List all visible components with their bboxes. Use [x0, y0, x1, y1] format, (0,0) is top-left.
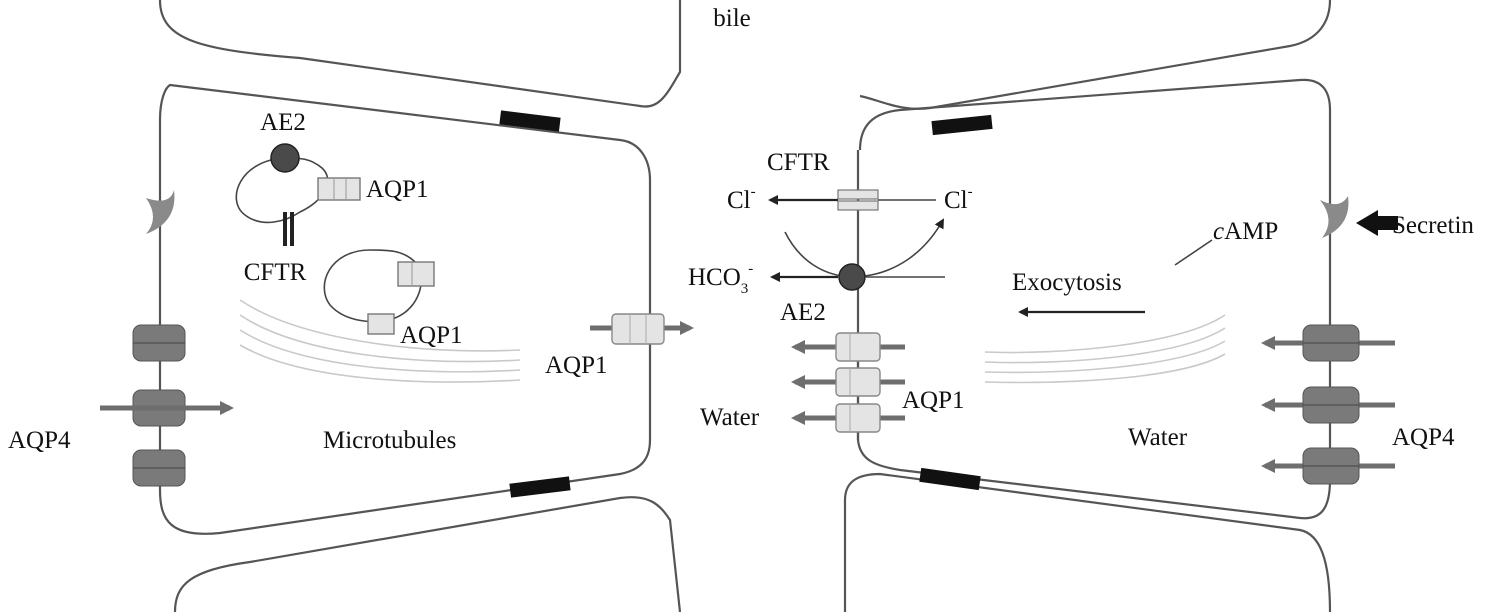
- exocytosis-label: Exocytosis: [1012, 269, 1122, 296]
- neighbor-cell-top-right: [859, 0, 1332, 110]
- cftr-vesicle-icon: [283, 212, 294, 246]
- cftr-apical-icon: [837, 189, 879, 211]
- aqp4-left-icon-1: [132, 324, 186, 362]
- neighbor-cell-top-left: [158, 0, 682, 108]
- secretin-label: Secretin: [1392, 212, 1474, 239]
- aqp1-apical-label: AQP1: [902, 387, 965, 414]
- cftr-apical-label: CFTR: [767, 149, 830, 176]
- aqp1-vesicle-top-icon: [317, 177, 361, 201]
- right-cell-membrane: [856, 78, 1332, 520]
- camp-label: cAMP: [1213, 218, 1278, 245]
- neighbor-cell-bottom-right: [843, 472, 1332, 612]
- cl-left-label: Cl-: [727, 184, 756, 214]
- aqp4-right-label: AQP4: [1392, 424, 1455, 451]
- aqp1-left-membrane-label: AQP1: [545, 352, 608, 379]
- aqp4-left-icon-3: [132, 449, 186, 487]
- microtubules-left: [239, 299, 521, 383]
- hco3-main: HCO: [688, 264, 741, 291]
- ae2-apical-label: AE2: [780, 299, 826, 326]
- aqp1-left-membrane-icon: [611, 313, 665, 345]
- aqp4-right-icon-1: [1302, 324, 1360, 362]
- aqp1-apical-icon-2: [835, 367, 881, 397]
- cl-left-text: Cl: [727, 187, 751, 214]
- neighbor-cell-bottom-left: [173, 496, 682, 612]
- ae2-apical-icon: [838, 263, 866, 291]
- water-left-label: Water: [700, 404, 760, 431]
- bile-label: bile: [713, 5, 751, 32]
- camp-pointer-line: [1174, 239, 1213, 266]
- aqp1-vesicle-bottom-icon: [367, 313, 395, 335]
- tight-junction: [499, 110, 561, 132]
- microtubules-label: Microtubules: [323, 427, 456, 454]
- aqp4-left-label: AQP4: [8, 427, 71, 454]
- aqp4-right-icon-3: [1302, 447, 1360, 485]
- aqp1-vesicle-bottom-label: AQP1: [400, 322, 463, 349]
- camp-italic-c: c: [1213, 218, 1224, 245]
- tight-junction: [509, 476, 571, 498]
- camp-text: AMP: [1224, 218, 1278, 245]
- tight-junction: [931, 114, 993, 136]
- ae2-vesicle-icon: [270, 143, 300, 173]
- cftr-vesicle-label: CFTR: [244, 259, 307, 286]
- hco3-subscript: 3: [741, 281, 749, 297]
- aqp1-apical-icon-3: [835, 403, 881, 433]
- secretin-receptor-right-icon: [1320, 196, 1349, 238]
- cl-right-label: Cl-: [944, 184, 973, 214]
- aqp1-apical-icon-1: [835, 332, 881, 362]
- cl-right-charge: -: [968, 184, 973, 200]
- microtubules-right: [984, 314, 1226, 384]
- cl-right-text: Cl: [944, 187, 968, 214]
- hco3-charge: -: [748, 261, 753, 277]
- aqp1-vesicle-top-label: AQP1: [366, 176, 429, 203]
- aqp4-right-icon-2: [1302, 386, 1360, 424]
- secretin-receptor-left-icon: [146, 190, 175, 234]
- tight-junction: [919, 467, 981, 491]
- cl-left-charge: -: [751, 184, 756, 200]
- hco3-label: HCO3 -: [688, 261, 753, 297]
- water-right-label: Water: [1128, 424, 1188, 451]
- ae2-vesicle-label: AE2: [260, 109, 306, 136]
- aqp1-vesicle-bottom-right-icon: [397, 261, 435, 287]
- ae2-chloride-return-curve: [851, 218, 944, 278]
- left-cell-membrane: [158, 83, 652, 535]
- vesicle-top: [235, 157, 329, 224]
- secretin-binding-arrow-icon: [1356, 210, 1398, 236]
